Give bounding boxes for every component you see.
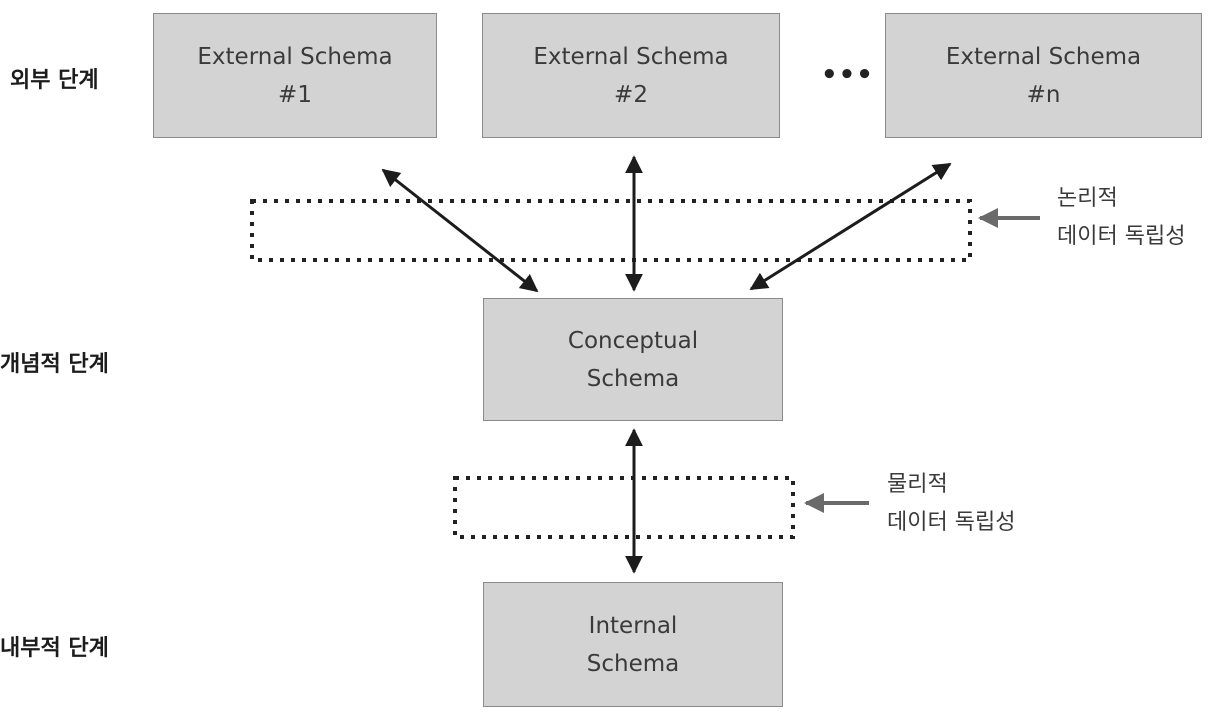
external-schema-2: External Schema #2 bbox=[482, 13, 780, 138]
external-schema-1: External Schema #1 bbox=[153, 13, 437, 138]
external-schema-2-number: #2 bbox=[614, 81, 648, 108]
arrow-external-1-conceptual bbox=[381, 168, 539, 293]
external-schema-1-title: External Schema bbox=[197, 43, 393, 70]
logical-independence-line2: 데이터 독립성 bbox=[1057, 224, 1186, 249]
level-label-internal: 내부적 단계 bbox=[0, 636, 109, 661]
internal-schema-line1: Internal bbox=[588, 612, 678, 639]
conceptual-schema-line1: Conceptual bbox=[567, 327, 699, 354]
physical-independence-line2: 데이터 독립성 bbox=[887, 510, 1016, 535]
physical-independence-note: 물리적 데이터 독립성 bbox=[887, 466, 1015, 542]
internal-schema: Internal Schema bbox=[483, 582, 783, 707]
external-schema-2-title: External Schema bbox=[533, 43, 729, 70]
conceptual-schema: Conceptual Schema bbox=[483, 298, 783, 421]
conceptual-schema-line2: Schema bbox=[586, 365, 680, 392]
internal-schema-line2: Schema bbox=[586, 650, 680, 677]
level-label-conceptual: 개념적 단계 bbox=[0, 352, 109, 377]
physical-independence-region bbox=[453, 476, 795, 539]
arrow-external-n-conceptual bbox=[749, 162, 952, 291]
logical-independence-region bbox=[250, 199, 972, 262]
level-label-external: 외부 단계 bbox=[10, 68, 99, 93]
physical-independence-line1: 물리적 bbox=[887, 472, 948, 497]
logical-independence-note: 논리적 데이터 독립성 bbox=[1057, 180, 1185, 256]
external-schema-1-number: #1 bbox=[278, 81, 312, 108]
external-schema-n-number: #n bbox=[1026, 81, 1061, 108]
external-schema-n: External Schema #n bbox=[885, 13, 1202, 138]
external-schema-n-title: External Schema bbox=[945, 43, 1142, 70]
logical-independence-line1: 논리적 bbox=[1057, 186, 1118, 211]
ellipsis: ••• bbox=[821, 60, 874, 90]
